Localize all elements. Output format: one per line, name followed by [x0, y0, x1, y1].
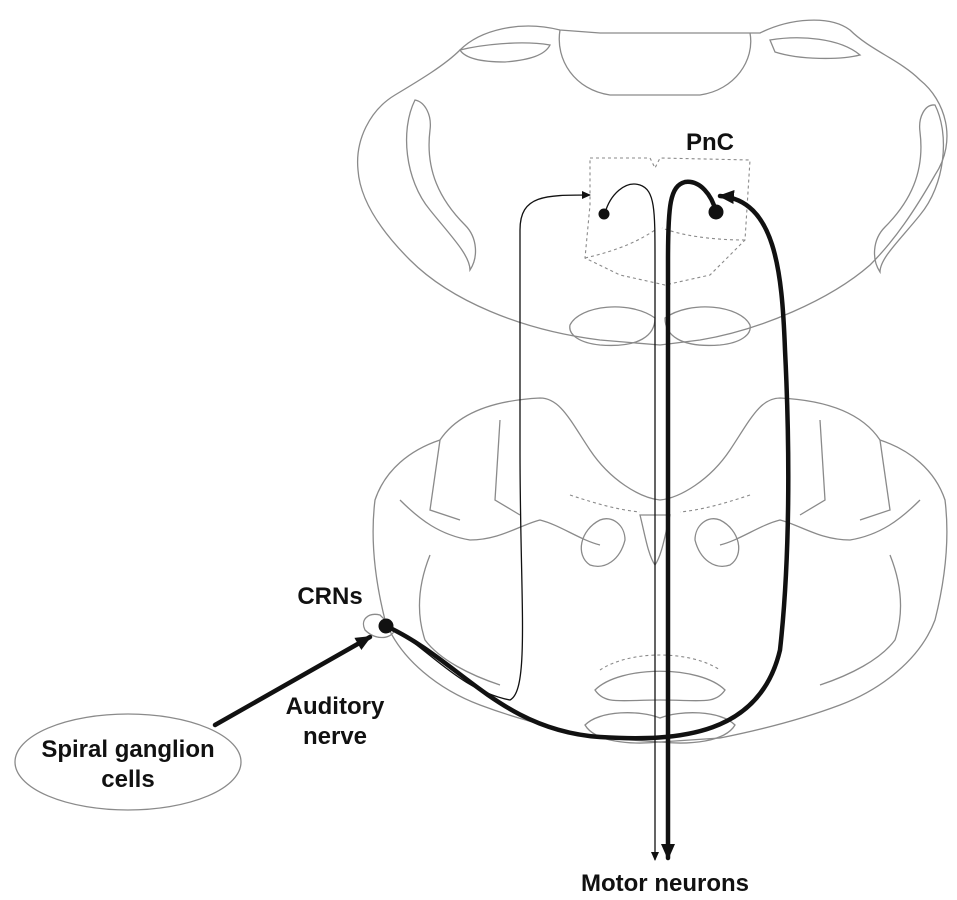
crns-label: CRNs	[290, 582, 370, 612]
thick-crn-to-pnc-pathway	[386, 196, 788, 738]
thick-synapse-terminal	[709, 205, 724, 220]
thin-motor-pathway	[605, 184, 655, 860]
pons-section-outline	[358, 20, 947, 345]
crn-cell-body	[379, 619, 394, 634]
thin-synapse-terminal	[599, 209, 610, 220]
auditory-nerve-label: Auditory nerve	[265, 692, 405, 752]
spiral-ganglion-label: Spiral ganglion cells	[20, 735, 236, 795]
pnc-label: PnC	[680, 128, 740, 158]
motor-neurons-label: Motor neurons	[540, 869, 790, 899]
